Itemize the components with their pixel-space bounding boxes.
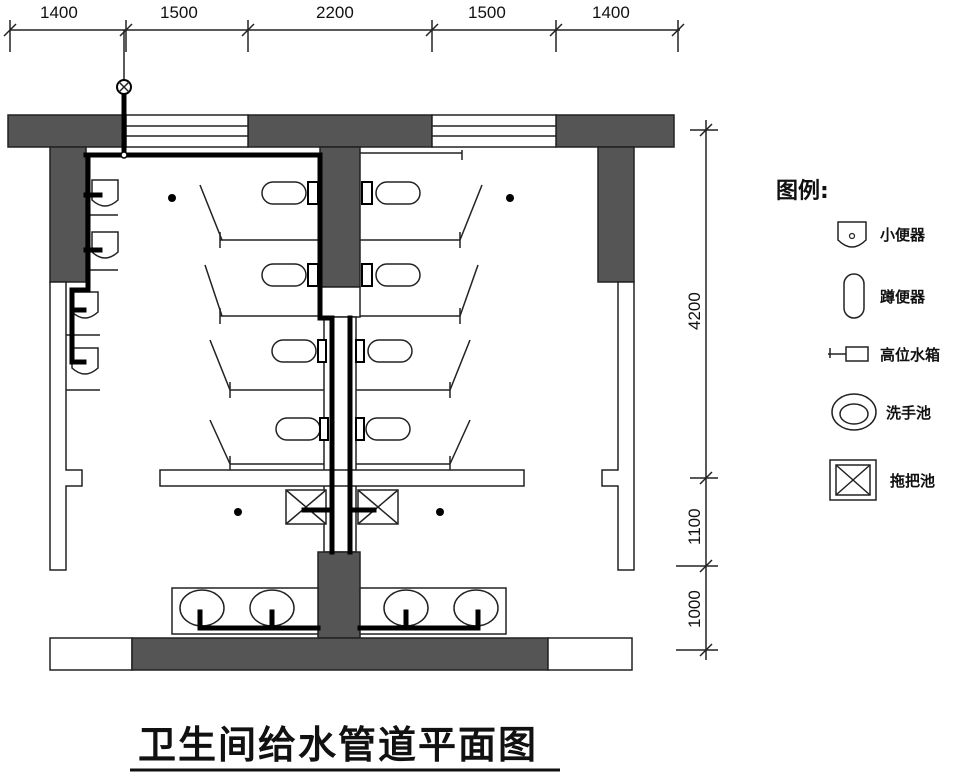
legend-label-wash-basin: 洗手池 [886,404,931,422]
right-dimension-chain: 4200 1100 1000 [676,120,718,660]
top-dimension-chain: 1400 1500 2200 1500 1400 [3,3,685,52]
high-tank-icon [828,346,869,362]
legend-item-mop-sink: 拖把池 [829,459,935,501]
mop-sinks [285,489,399,525]
legend-item-urinal: 小便器 [837,221,926,248]
legend-item-squat-toilet: 蹲便器 [843,273,926,319]
mop-sink-icon [829,459,877,501]
legend-label-squat-toilet: 蹲便器 [880,288,926,306]
dim-top-5: 1400 [592,3,630,22]
drawing-title: 卫生间给水管道平面图 [138,722,538,767]
window-right [431,114,557,148]
legend-label-mop-sink: 拖把池 [890,472,935,490]
squat-toilets [261,181,421,441]
legend: 图例: 小便器 蹲便器 高位水箱 洗手池 [776,179,940,501]
squat-toilet-icon [843,273,865,319]
dim-right-2: 1100 [685,508,704,545]
dim-top-1: 1400 [40,3,78,22]
dim-top-4: 1500 [468,3,506,22]
water-supply-pipes [69,30,481,631]
floor-drains [168,194,514,516]
legend-item-high-tank: 高位水箱 [828,346,940,364]
drawing-caption: 卫生间给水管道平面图 [130,722,560,772]
legend-title: 图例: [776,179,829,204]
window-left [125,114,249,148]
wash-basin-icon [831,393,877,431]
legend-label-high-tank: 高位水箱 [880,346,940,364]
dim-top-2: 1500 [160,3,198,22]
legend-label-urinal: 小便器 [880,226,926,244]
dim-right-3: 1000 [685,590,704,628]
legend-item-wash-basin: 洗手池 [831,393,931,431]
walls [7,114,675,671]
dim-top-3: 2200 [316,3,354,22]
dim-right-1: 4200 [685,292,704,330]
urinal-icon [837,221,867,248]
stall-partitions [66,150,483,470]
